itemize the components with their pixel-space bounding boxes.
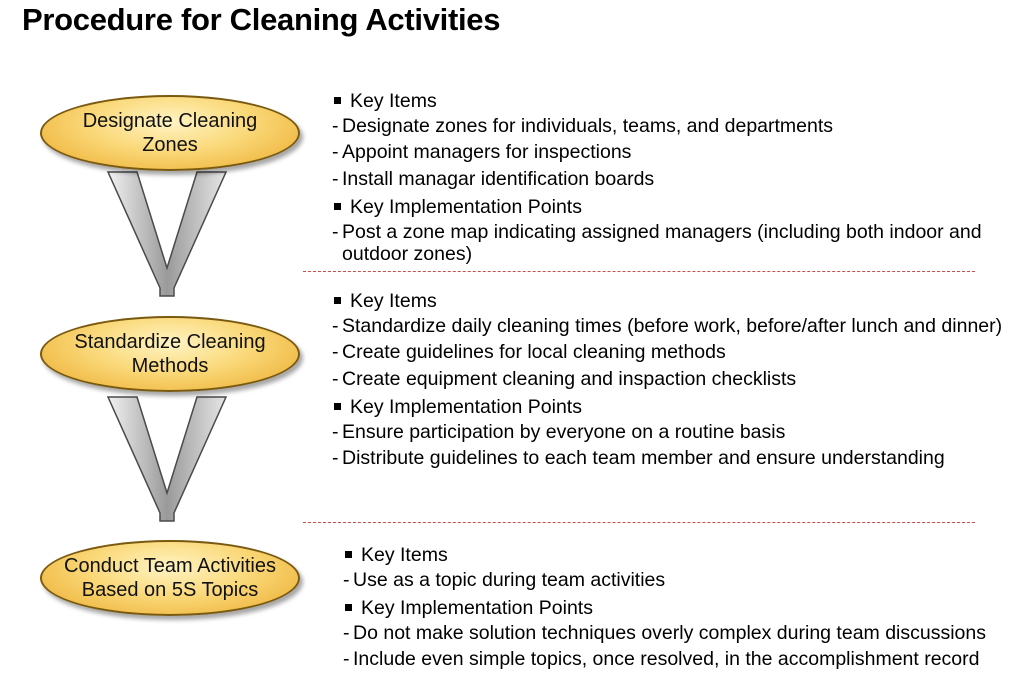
- key-items-heading: Key Items: [332, 288, 1022, 315]
- key-items-list: Designate zones for individuals, teams, …: [332, 115, 1022, 190]
- list-item: Do not make solution techniques overly c…: [343, 622, 1023, 644]
- step-2-details: Key Items Standardize daily cleaning tim…: [332, 288, 1022, 474]
- implementation-points-heading: Key Implementation Points: [332, 194, 1022, 221]
- list-item: Create equipment cleaning and inspaction…: [332, 368, 1022, 390]
- section-divider: [303, 271, 975, 272]
- list-item: Post a zone map indicating assigned mana…: [332, 221, 1022, 265]
- list-item: Include even simple topics, once resolve…: [343, 648, 1023, 670]
- list-item: Create guidelines for local cleaning met…: [332, 341, 1022, 363]
- key-items-list: Standardize daily cleaning times (before…: [332, 315, 1022, 390]
- section-divider: [303, 522, 975, 523]
- list-item: Use as a topic during team activities: [343, 569, 1023, 591]
- page-title: Procedure for Cleaning Activities: [22, 2, 501, 37]
- step-1-details: Key Items Designate zones for individual…: [332, 88, 1022, 269]
- step-3-details: Key Items Use as a topic during team act…: [343, 542, 1023, 675]
- list-item: Designate zones for individuals, teams, …: [332, 115, 1022, 137]
- key-items-list: Use as a topic during team activities: [343, 569, 1023, 591]
- implementation-points-list: Do not make solution techniques overly c…: [343, 622, 1023, 671]
- step-2-ellipse: Standardize Cleaning Methods: [40, 316, 300, 392]
- implementation-points-heading: Key Implementation Points: [332, 394, 1022, 421]
- down-arrow-icon: [106, 396, 228, 522]
- list-item: Standardize daily cleaning times (before…: [332, 315, 1022, 337]
- list-item: Distribute guidelines to each team membe…: [332, 447, 1022, 469]
- list-item: Ensure participation by everyone on a ro…: [332, 421, 1022, 443]
- implementation-points-list: Post a zone map indicating assigned mana…: [332, 221, 1022, 265]
- step-1-ellipse: Designate Cleaning Zones: [40, 95, 300, 171]
- key-items-heading: Key Items: [332, 88, 1022, 115]
- list-item: Install managar identification boards: [332, 168, 1022, 190]
- down-arrow-icon: [106, 171, 228, 297]
- implementation-points-list: Ensure participation by everyone on a ro…: [332, 421, 1022, 470]
- implementation-points-heading: Key Implementation Points: [343, 595, 1023, 622]
- step-3-ellipse: Conduct Team Activities Based on 5S Topi…: [40, 540, 300, 616]
- list-item: Appoint managers for inspections: [332, 141, 1022, 163]
- key-items-heading: Key Items: [343, 542, 1023, 569]
